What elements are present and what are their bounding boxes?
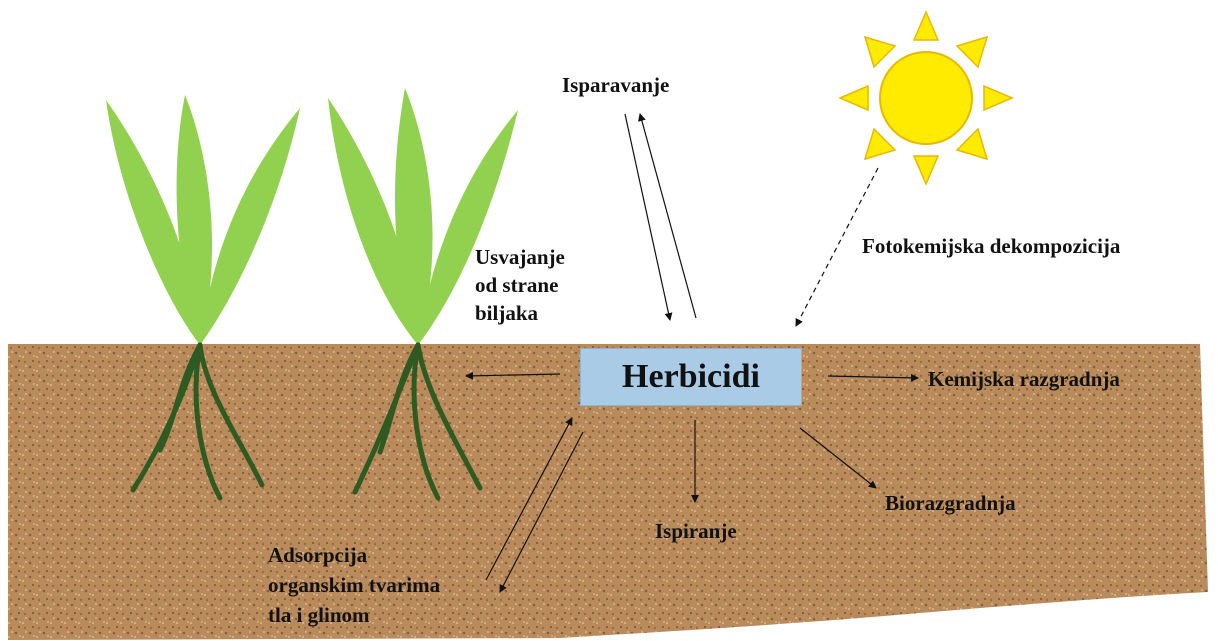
sun-icon [840, 12, 1012, 184]
label-adsorption: Adsorpcija organskim tvarima tla i glino… [268, 540, 440, 630]
label-leaching: Ispiranje [655, 518, 737, 544]
herbicide-label: Herbicidi [622, 358, 760, 396]
label-plant-uptake: Usvajanje od strane biljaka [475, 243, 565, 327]
label-evaporation: Isparavanje [562, 72, 669, 98]
plant-1-leaf-right [200, 108, 300, 345]
herbicide-box: Herbicidi [580, 348, 802, 406]
label-photodecomposition: Fotokemijska dekompozicija [862, 233, 1120, 259]
arrow-evaporation-down [625, 114, 670, 320]
label-biodegradation: Biorazgradnja [885, 490, 1016, 516]
arrow-evaporation-up [640, 114, 696, 318]
label-chemical-degradation: Kemijska razgradnja [928, 366, 1120, 392]
